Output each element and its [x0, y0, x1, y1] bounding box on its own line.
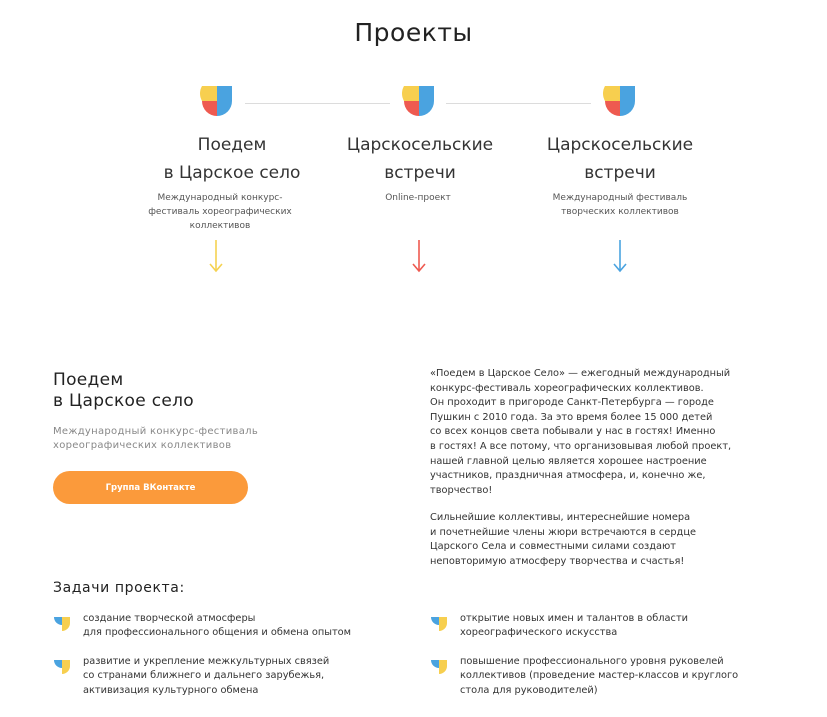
- project-title-line: в Царское село: [163, 163, 301, 183]
- section-title: Поедем в Царское село: [53, 370, 194, 412]
- project-title-line: встречи: [384, 163, 456, 183]
- project-description: Online-проект: [385, 193, 451, 203]
- arrow-down-icon[interactable]: [209, 239, 223, 273]
- arrow-down-icon[interactable]: [412, 239, 426, 273]
- task-item: повышение профессионального уровня руков…: [430, 655, 738, 698]
- project-logo-icon: [402, 86, 434, 116]
- section-subtitle-line: Международный конкурс-фестиваль: [53, 426, 259, 437]
- arrow-down-icon[interactable]: [613, 239, 627, 273]
- task-bullet-icon: [431, 660, 447, 674]
- section-title-line: в Царское село: [53, 391, 194, 411]
- section-paragraph: Сильнейшие коллективы, интереснейшие ном…: [430, 512, 697, 567]
- project-card-title[interactable]: Царскосельские встречи: [310, 131, 530, 187]
- timeline-connector: [446, 103, 591, 104]
- timeline-connector: [245, 103, 390, 104]
- task-bullet-icon: [54, 617, 70, 631]
- project-title-line: Царскосельские: [346, 135, 494, 155]
- vk-group-button[interactable]: Группа ВКонтакте: [53, 471, 248, 504]
- section-title-line: Поедем: [53, 370, 124, 390]
- project-card-title[interactable]: Поедем в Царское село: [122, 131, 342, 187]
- task-text: повышение профессионального уровня руков…: [460, 656, 739, 696]
- project-description: Международный фестиваль творческих колле…: [552, 193, 688, 217]
- task-item: открытие новых имен и талантов в области…: [430, 612, 688, 641]
- task-text: открытие новых имен и талантов в области…: [460, 613, 689, 639]
- project-logo-icon: [603, 86, 635, 116]
- page-title: Проекты: [354, 18, 473, 47]
- section-paragraph: «Поедем в Царское Село» — ежегодный межд…: [430, 368, 732, 496]
- project-description: Международный конкурс- фестиваль хореогр…: [148, 193, 292, 231]
- section-subtitle-line: хореографических коллективов: [53, 440, 232, 451]
- project-title-line: Поедем: [197, 135, 267, 155]
- task-bullet-icon: [54, 660, 70, 674]
- task-item: создание творческой атмосферы для профес…: [53, 612, 351, 641]
- task-item: развитие и укрепление межкультурных связ…: [53, 655, 329, 698]
- tasks-title: Задачи проекта:: [53, 580, 185, 596]
- task-text: создание творческой атмосферы для профес…: [83, 613, 352, 639]
- section-subtitle: Международный конкурс-фестиваль хореогра…: [53, 425, 258, 453]
- project-title-line: Царскосельские: [546, 135, 694, 155]
- project-card-title[interactable]: Царскосельские встречи: [510, 131, 730, 187]
- project-logo-icon: [200, 86, 232, 116]
- project-title-line: встречи: [584, 163, 656, 183]
- task-text: развитие и укрепление межкультурных связ…: [83, 656, 330, 696]
- task-bullet-icon: [431, 617, 447, 631]
